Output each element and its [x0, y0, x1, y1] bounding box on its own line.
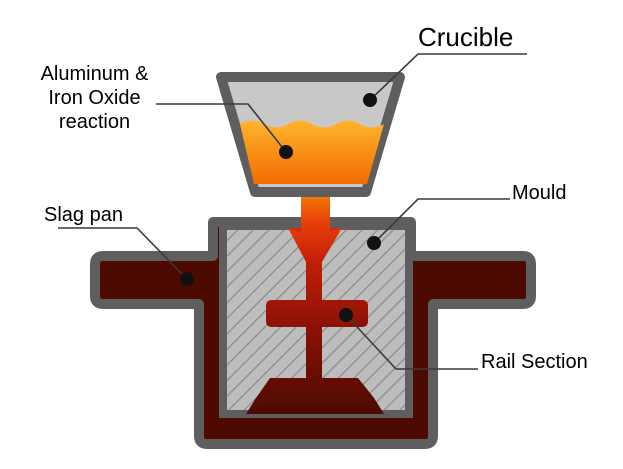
leader-crucible — [369, 53, 527, 101]
marker-slag-pan — [180, 272, 194, 286]
molten-reaction — [240, 120, 384, 184]
marker-reaction — [279, 145, 293, 159]
pour-stream — [288, 188, 342, 262]
marker-mould — [367, 236, 381, 250]
leader-reaction — [156, 103, 287, 153]
marker-crucible — [363, 93, 377, 107]
rail-section-cavity — [246, 228, 384, 414]
marker-rail-section — [339, 308, 353, 322]
leader-mould — [373, 198, 510, 244]
leader-rail-section — [345, 314, 478, 370]
leader-slag-pan — [58, 227, 188, 280]
